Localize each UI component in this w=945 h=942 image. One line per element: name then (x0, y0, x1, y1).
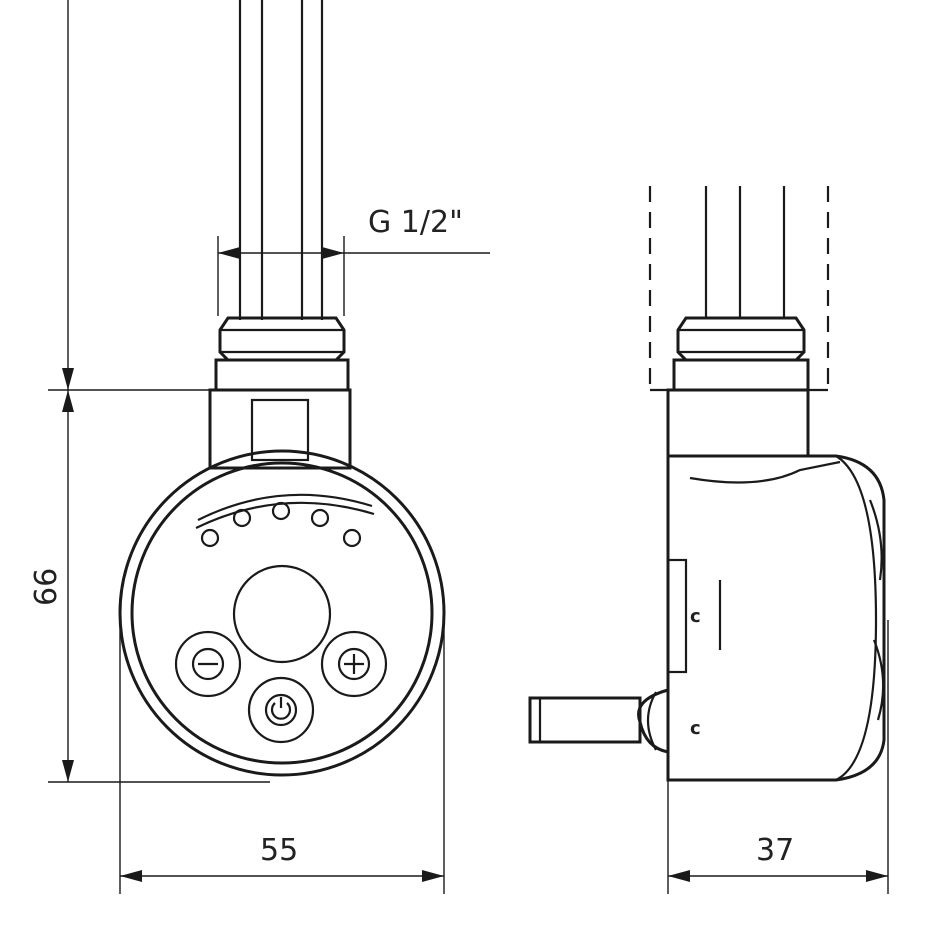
thread-label: G 1/2" (368, 205, 463, 240)
minus-icon[interactable] (174, 630, 242, 698)
side-width-dimension: 37 (667, 620, 889, 894)
front-view (118, 0, 446, 777)
display-window (232, 564, 332, 664)
led-indicator (232, 508, 252, 528)
heating-rod-front (238, 0, 324, 320)
side-width-label: 37 (756, 833, 794, 868)
thread-nut-side (672, 316, 810, 392)
side-mark-a: c (690, 606, 701, 627)
front-width-label: 55 (260, 833, 298, 868)
heating-rod-side (704, 186, 786, 318)
thread-dimension: G 1/2" (217, 205, 490, 316)
housing-neck-front (208, 388, 352, 470)
temperature-scale-arc (195, 493, 375, 529)
housing-neck-side (666, 388, 810, 458)
led-indicator (271, 501, 291, 521)
led-indicator (310, 508, 330, 528)
led-indicator (342, 528, 362, 548)
height-dimension: 66 (29, 0, 270, 783)
controller-body-side: c c (666, 454, 886, 782)
plus-icon[interactable] (320, 630, 388, 698)
cable-gland (528, 688, 669, 754)
led-indicator (200, 528, 220, 548)
side-mark-b: c (690, 718, 701, 739)
side-view: c c (528, 186, 886, 782)
front-width-dimension: 55 (119, 618, 445, 894)
height-label: 66 (29, 568, 64, 606)
controller-body-front (118, 449, 446, 777)
power-icon[interactable] (247, 676, 315, 744)
thread-nut-front (214, 316, 350, 392)
